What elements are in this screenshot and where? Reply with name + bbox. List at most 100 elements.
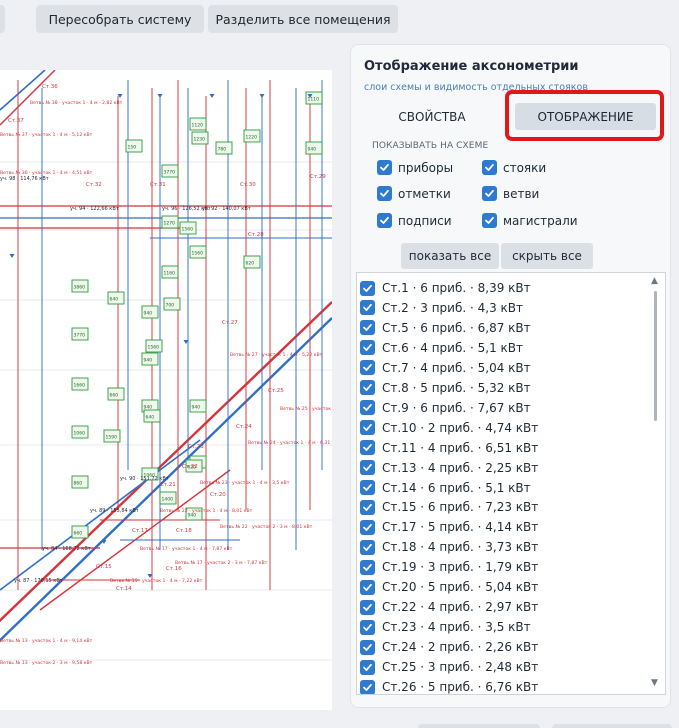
device-label: 940	[308, 147, 317, 153]
riser-list-item[interactable]: Ст.18 · 4 приб. · 3,73 кВт	[360, 537, 538, 557]
riser-list-item[interactable]: Ст.24 · 2 приб. · 2,26 кВт	[360, 637, 538, 657]
riser-list-item[interactable]: Ст.15 · 6 приб. · 7,23 кВт	[360, 497, 538, 517]
device-label: 1060	[74, 431, 86, 437]
node-label: уч. 98 · 114,76 кВт	[0, 176, 49, 182]
riser-list-item[interactable]: Ст.20 · 5 приб. · 5,04 кВт	[360, 577, 538, 597]
riser-list-item[interactable]: Ст.23 · 4 приб. · 3,5 кВт	[360, 617, 531, 637]
checkbox-checked-icon[interactable]	[377, 160, 392, 175]
node-label: уч. 94 · 122,66 кВт	[70, 206, 119, 212]
checkbox-checked-icon[interactable]	[360, 380, 375, 396]
checkbox-checked-icon[interactable]	[482, 213, 497, 228]
device-label: 940	[144, 405, 153, 411]
rebuild-system-button[interactable]: Пересобрать систему	[36, 5, 204, 33]
riser-direction-marker	[259, 94, 265, 98]
checkbox-checked-icon[interactable]	[360, 360, 375, 376]
scroll-down-arrow-icon[interactable]: ▼	[651, 678, 658, 688]
riser-list-item[interactable]: Ст.7 · 4 приб. · 5,04 кВт	[360, 358, 531, 378]
device-label: 1560	[182, 227, 194, 233]
checkbox-checked-icon[interactable]	[360, 599, 375, 615]
tab-properties[interactable]: СВОЙСТВА	[398, 109, 466, 124]
checkbox-checked-icon[interactable]	[360, 559, 375, 575]
device-label: 150	[128, 145, 137, 151]
riser-list-item[interactable]: Ст.26 · 5 приб. · 6,76 кВт	[360, 677, 538, 694]
riser-list-item[interactable]: Ст.1 · 6 приб. · 8,39 кВт	[360, 278, 531, 298]
checkbox-checked-icon[interactable]	[360, 320, 375, 336]
toolbar-button-partial[interactable]	[0, 5, 5, 33]
checkbox-checked-icon[interactable]	[360, 659, 375, 675]
device-label: 860	[74, 481, 83, 487]
checkbox-checked-icon[interactable]	[360, 579, 375, 595]
device-box	[71, 327, 89, 341]
split-rooms-button[interactable]: Разделить все помещения	[208, 5, 398, 33]
riser-list-item[interactable]: Ст.14 · 6 приб. · 5,1 кВт	[360, 478, 531, 498]
device-label: 1560	[192, 251, 204, 257]
layer-toggle-1[interactable]: стояки	[482, 160, 546, 175]
riser-label: Ст.28	[248, 232, 264, 238]
layer-toggle-0[interactable]: приборы	[377, 160, 453, 175]
checkbox-checked-icon[interactable]	[360, 400, 375, 416]
riser-label: Ст.27	[222, 320, 238, 326]
riser-label: Ст.20 · 5 приб. · 5,04 кВт	[382, 580, 539, 595]
device-label: 1400	[162, 497, 174, 503]
layer-toggle-4[interactable]: подписи	[377, 213, 452, 228]
panel-subtitle: слои схемы и видимость отдельных стояков	[364, 82, 588, 93]
riser-label: Ст.14 · 6 приб. · 5,1 кВт	[382, 480, 531, 495]
branch-label: Ветвь № 24 · участок 1 · 4 м · 6,31 кВт	[248, 440, 332, 446]
scroll-up-arrow-icon[interactable]: ▲	[651, 276, 658, 286]
checkbox-checked-icon[interactable]	[360, 420, 375, 436]
checkbox-checked-icon[interactable]	[482, 160, 497, 175]
hide-all-button[interactable]: скрыть все	[501, 243, 593, 269]
riser-list-item[interactable]: Ст.8 · 5 приб. · 5,32 кВт	[360, 378, 531, 398]
checkbox-checked-icon[interactable]	[360, 340, 375, 356]
device-label: 640	[110, 297, 119, 303]
checkbox-checked-icon[interactable]	[360, 440, 375, 456]
riser-direction-marker	[157, 94, 163, 98]
checkbox-checked-icon[interactable]	[360, 639, 375, 655]
show-all-button[interactable]: показать все	[401, 243, 499, 269]
layer-toggle-5[interactable]: магистрали	[482, 213, 578, 228]
riser-label: Ст.16	[166, 566, 182, 572]
riser-list-item[interactable]: Ст.2 · 3 приб. · 4,3 кВт	[360, 298, 523, 318]
riser-list-item[interactable]: Ст.6 · 4 приб. · 5,1 кВт	[360, 338, 523, 358]
checkbox-checked-icon[interactable]	[360, 499, 375, 515]
checkbox-checked-icon[interactable]	[377, 186, 392, 201]
riser-label: Ст.17	[132, 528, 148, 534]
riser-list-item[interactable]: Ст.22 · 4 приб. · 2,97 кВт	[360, 597, 538, 617]
checkbox-checked-icon[interactable]	[482, 186, 497, 201]
footer-button-partial[interactable]	[552, 724, 672, 728]
show-on-scheme-label: ПОКАЗЫВАТЬ НА СХЕМЕ	[372, 141, 489, 151]
riser-list-item[interactable]: Ст.9 · 6 приб. · 7,67 кВт	[360, 398, 531, 418]
checkbox-checked-icon[interactable]	[360, 679, 375, 694]
riser-list-item[interactable]: Ст.11 · 4 приб. · 6,51 кВт	[360, 438, 538, 458]
checkbox-checked-icon[interactable]	[360, 280, 375, 296]
device-box	[189, 399, 207, 413]
riser-list-item[interactable]: Ст.10 · 2 приб. · 4,74 кВт	[360, 418, 538, 438]
branch-label: Ветвь № 17 · участок 2 · 3 м · 7,87 кВт	[175, 560, 268, 566]
checkbox-checked-icon[interactable]	[360, 460, 375, 476]
device-label: 700	[166, 303, 175, 309]
riser-list-item[interactable]: Ст.19 · 3 приб. · 1,79 кВт	[360, 557, 538, 577]
layer-toggle-2[interactable]: отметки	[377, 186, 451, 201]
footer-button-partial[interactable]	[418, 724, 540, 728]
checkbox-checked-icon[interactable]	[360, 300, 375, 316]
scrollbar-thumb[interactable]	[654, 291, 657, 421]
checkbox-checked-icon[interactable]	[360, 519, 375, 535]
supply-main-line	[0, 301, 332, 623]
riser-label: Ст.11 · 4 приб. · 6,51 кВт	[382, 440, 539, 455]
panel-title: Отображение аксонометрии	[364, 59, 579, 74]
riser-list-item[interactable]: Ст.5 · 6 приб. · 6,87 кВт	[360, 318, 531, 338]
device-label: 780	[218, 147, 227, 153]
tab-display[interactable]: ОТОБРАЖЕНИЕ	[515, 103, 656, 130]
riser-list-item[interactable]: Ст.17 · 5 приб. · 4,14 кВт	[360, 517, 538, 537]
riser-list-item[interactable]: Ст.13 · 4 приб. · 2,25 кВт	[360, 458, 538, 478]
riser-list-item[interactable]: Ст.25 · 3 приб. · 2,48 кВт	[360, 657, 538, 677]
layer-toggle-3[interactable]: ветви	[482, 186, 539, 201]
device-box	[161, 215, 179, 229]
checkbox-checked-icon[interactable]	[360, 480, 375, 495]
checkbox-checked-icon[interactable]	[360, 539, 375, 555]
checkbox-checked-icon[interactable]	[360, 619, 375, 635]
checkbox-checked-icon[interactable]	[377, 213, 392, 228]
device-label: 660	[74, 531, 83, 537]
